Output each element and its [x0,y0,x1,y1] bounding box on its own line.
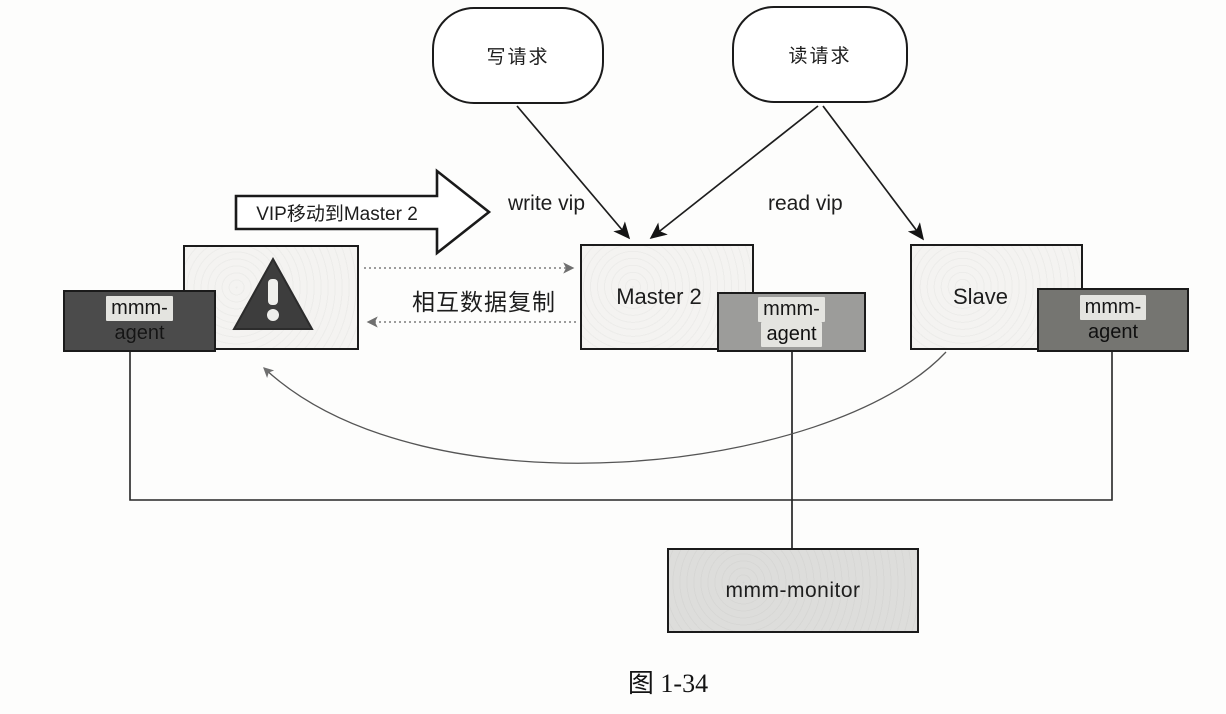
monitor-label: mmm-monitor [725,578,861,602]
agent-label-line1: mmm- [758,297,825,322]
agent-label-line1: mmm- [106,296,173,321]
slave-label: Slave [952,284,1009,309]
slave-agent-node: mmm- agent [1037,288,1189,352]
write-request-label: 写请求 [486,47,550,68]
connector-agent-network-bus [129,351,1113,501]
read-request-node: 读请求 [732,6,908,103]
vip-move-label: VIP移动到Master 2 [256,204,418,225]
agent-label-line2: agent [114,322,165,344]
agent-label-line2: agent [761,322,822,347]
connector-write-request-to-master2 [516,105,631,240]
connector-read-request-to-master2 [649,105,819,240]
master2-label: Master 2 [616,284,702,309]
write-vip-label: write vip [508,192,586,215]
connector-slave-to-failed-master-curve [263,351,947,464]
failed-master-agent-node: mmm- agent [63,290,216,352]
read-request-label: 读请求 [788,46,852,67]
agent-label-line2: agent [1087,321,1139,343]
figure-caption: 图 1-34 [627,669,709,698]
write-request-node: 写请求 [432,7,604,104]
mutual-replication-label: 相互数据复制 [412,289,556,315]
vip-move-block-arrow [234,168,492,256]
agent-label-line1: mmm- [1079,295,1147,320]
monitor-node: mmm-monitor [667,548,919,633]
master2-agent-node: mmm- agent [717,292,866,352]
read-vip-label: read vip [768,192,843,215]
connector-read-request-to-slave [822,105,925,241]
warning-triangle-icon [228,255,318,335]
